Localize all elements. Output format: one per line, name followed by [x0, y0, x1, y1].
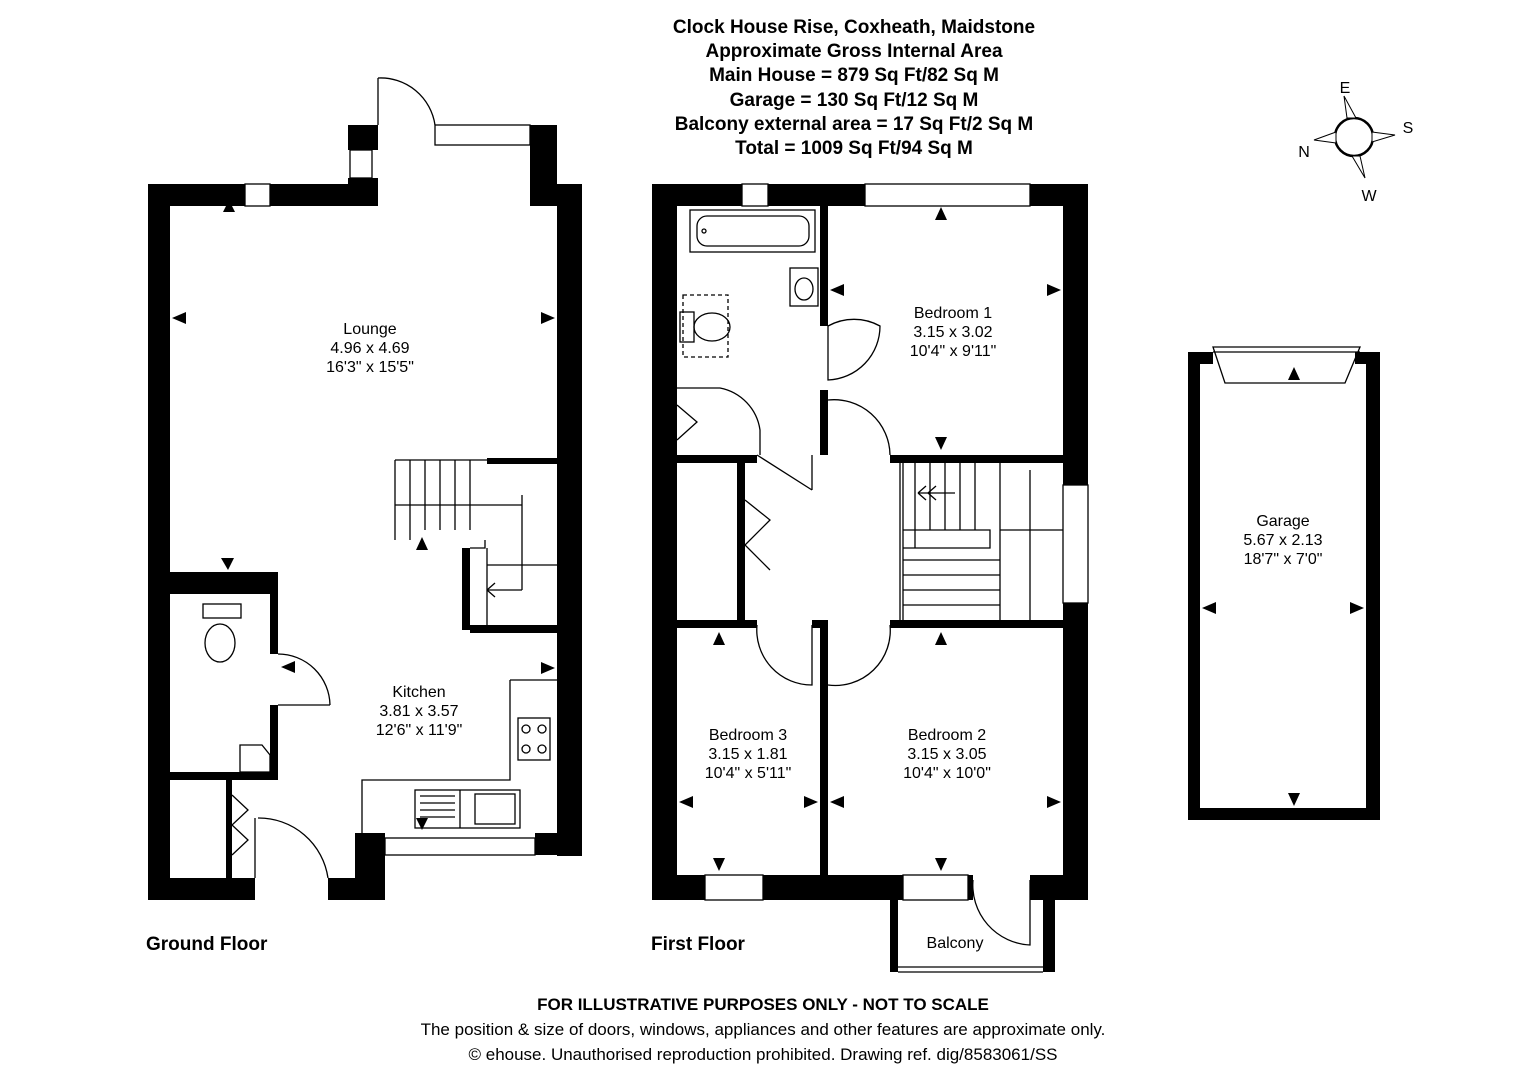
ground-floor-plan: Lounge 4.96 x 4.69 16'3" x 15'5" Kitchen… — [146, 77, 582, 955]
garage-metric: 5.67 x 2.13 — [1243, 532, 1322, 549]
footer: FOR ILLUSTRATIVE PURPOSES ONLY - NOT TO … — [421, 995, 1106, 1064]
compass-w: W — [1361, 188, 1377, 205]
bedroom3-imperial: 10'4" x 5'11" — [705, 765, 792, 782]
header: Clock House Rise, Coxheath, Maidstone Ap… — [673, 17, 1035, 159]
bedroom2-metric: 3.15 x 3.05 — [907, 746, 986, 763]
kitchen-metric: 3.81 x 3.57 — [379, 703, 458, 720]
compass-s: S — [1403, 120, 1414, 137]
total-area: Total = 1009 Sq Ft/94 Sq M — [735, 138, 973, 159]
lounge-name: Lounge — [343, 321, 396, 338]
bedroom2-imperial: 10'4" x 10'0" — [903, 765, 991, 782]
first-floor-plan: Bedroom 1 3.15 x 3.02 10'4" x 9'11" Bedr… — [651, 183, 1089, 973]
bedroom2-name: Bedroom 2 — [908, 727, 986, 744]
bedroom1-name: Bedroom 1 — [914, 305, 992, 322]
ground-floor-label: Ground Floor — [146, 934, 268, 955]
garage-imperial: 18'7" x 7'0" — [1244, 551, 1323, 568]
disclaimer: FOR ILLUSTRATIVE PURPOSES ONLY - NOT TO … — [537, 995, 989, 1014]
main-house-area: Main House = 879 Sq Ft/82 Sq M — [709, 65, 999, 86]
lounge-imperial: 16'3" x 15'5" — [326, 359, 414, 376]
garage-area: Garage = 130 Sq Ft/12 Sq M — [730, 90, 979, 111]
garage-name: Garage — [1256, 513, 1309, 530]
area-subtitle: Approximate Gross Internal Area — [705, 41, 1002, 62]
property-title: Clock House Rise, Coxheath, Maidstone — [673, 17, 1035, 38]
footer-note: The position & size of doors, windows, a… — [421, 1020, 1106, 1039]
balcony-label: Balcony — [927, 935, 984, 952]
first-floor-label: First Floor — [651, 934, 746, 955]
compass-e: E — [1340, 80, 1351, 97]
balcony-area: Balcony external area = 17 Sq Ft/2 Sq M — [675, 114, 1034, 135]
bedroom1-imperial: 10'4" x 9'11" — [910, 343, 997, 360]
compass-icon: E S N W — [1298, 80, 1413, 205]
copyright: © ehouse. Unauthorised reproduction proh… — [468, 1045, 1057, 1064]
bedroom1-metric: 3.15 x 3.02 — [913, 324, 992, 341]
kitchen-imperial: 12'6" x 11'9" — [376, 722, 463, 739]
garage-plan: Garage 5.67 x 2.13 18'7" x 7'0" — [1188, 346, 1380, 820]
bedroom3-metric: 3.15 x 1.81 — [708, 746, 787, 763]
compass-n: N — [1298, 144, 1310, 161]
bedroom3-name: Bedroom 3 — [709, 727, 787, 744]
kitchen-name: Kitchen — [392, 684, 445, 701]
lounge-metric: 4.96 x 4.69 — [330, 340, 409, 357]
